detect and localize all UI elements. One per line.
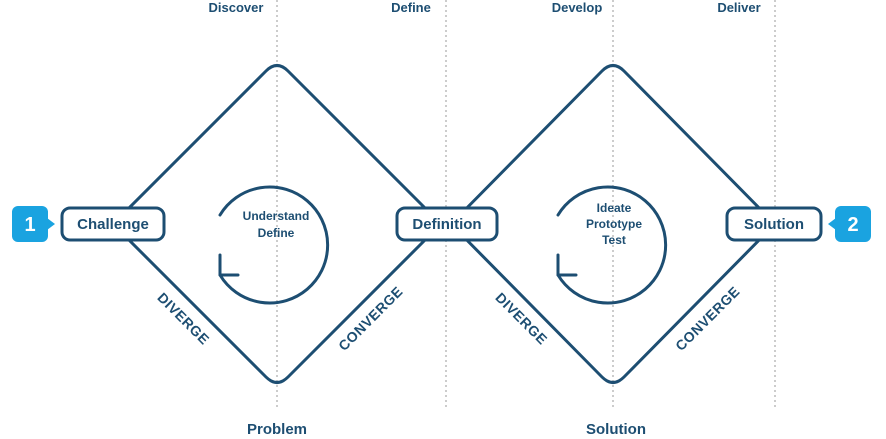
start-badge: 1 xyxy=(12,206,55,242)
challenge-node: Challenge xyxy=(60,206,166,242)
end-badge: 2 xyxy=(828,206,871,242)
bottom-label-problem: Problem xyxy=(247,421,307,438)
cycle-arrow-right-icon xyxy=(556,185,668,305)
phase-define: Define xyxy=(391,0,431,15)
inner-right-line-2: Prototype xyxy=(586,217,642,231)
inner-left-line-1: Understand xyxy=(243,209,310,223)
end-badge-number: 2 xyxy=(847,214,858,236)
start-badge-number: 1 xyxy=(24,214,35,236)
cycle-arrow-left-icon xyxy=(218,185,330,305)
inner-right-line-1: Ideate xyxy=(597,201,632,215)
solution-label: Solution xyxy=(744,216,804,233)
inner-left-line-2: Define xyxy=(258,226,295,240)
phase-discover: Discover xyxy=(209,0,264,15)
inner-right-line-3: Test xyxy=(602,233,626,247)
phase-develop: Develop xyxy=(552,0,603,15)
definition-label: Definition xyxy=(412,216,481,233)
solution-node: Solution xyxy=(725,206,823,242)
phase-deliver: Deliver xyxy=(717,0,760,15)
bottom-label-solution: Solution xyxy=(586,421,646,438)
diverge-label-right: DIVERGE xyxy=(492,289,550,347)
diverge-label-left: DIVERGE xyxy=(154,289,212,347)
challenge-label: Challenge xyxy=(77,216,149,233)
definition-node: Definition xyxy=(395,206,499,242)
